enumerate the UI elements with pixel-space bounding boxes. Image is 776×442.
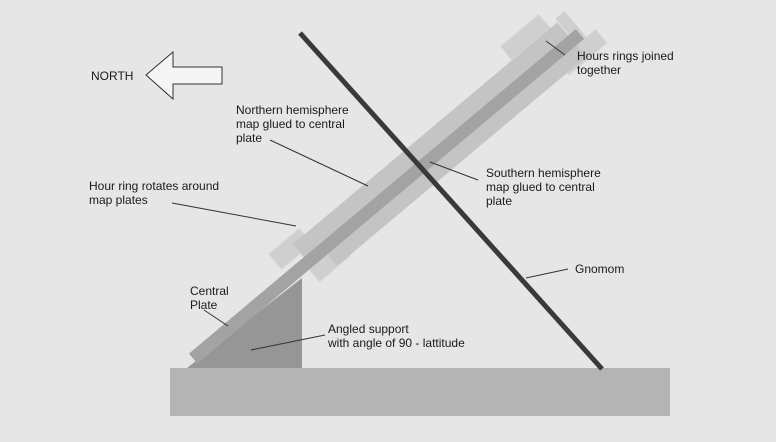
label-northern-map-line: Northern hemisphere [236,103,349,117]
label-southern-map-line: plate [486,194,512,208]
label-gnomon-line: Gnomom [575,262,624,276]
label-hour-ring-rotates-line: Hour ring rotates around [89,179,219,193]
leader-hours-rings [545,40,566,56]
leader-central-plate [203,309,229,327]
northern-hemisphere-map [292,22,569,258]
label-hour-ring-rotates-line: map plates [89,193,148,207]
leader-gnomon [525,268,569,279]
leader-hour-ring [171,202,297,227]
leader-southern-map [429,161,479,181]
left-arrow-icon [145,50,223,101]
label-hours-rings-line: Hours rings joined [577,49,674,63]
label-angled-support-line: with angle of 90 - lattitude [327,336,465,350]
north-label: NORTH [91,69,133,83]
label-southern-map-line: map glued to central [486,180,595,194]
label-central-plate-line: Central [190,284,229,298]
southern-hemisphere-map [327,45,587,266]
label-angled-support-line: Angled support [328,322,409,336]
label-northern-map-line: plate [236,131,262,145]
leader-northern-map [269,139,369,187]
label-gnomon: Gnomom [575,262,624,276]
gnomon [298,31,604,371]
label-southern-map-line: Southern hemisphere [486,166,601,180]
base-platform [170,368,670,416]
leader-angled-support [250,334,326,351]
central-plate [188,28,585,364]
label-northern-map-line: map glued to central [236,117,345,131]
label-hours-rings-line: together [577,63,621,77]
label-central-plate-line: Plate [190,298,218,312]
